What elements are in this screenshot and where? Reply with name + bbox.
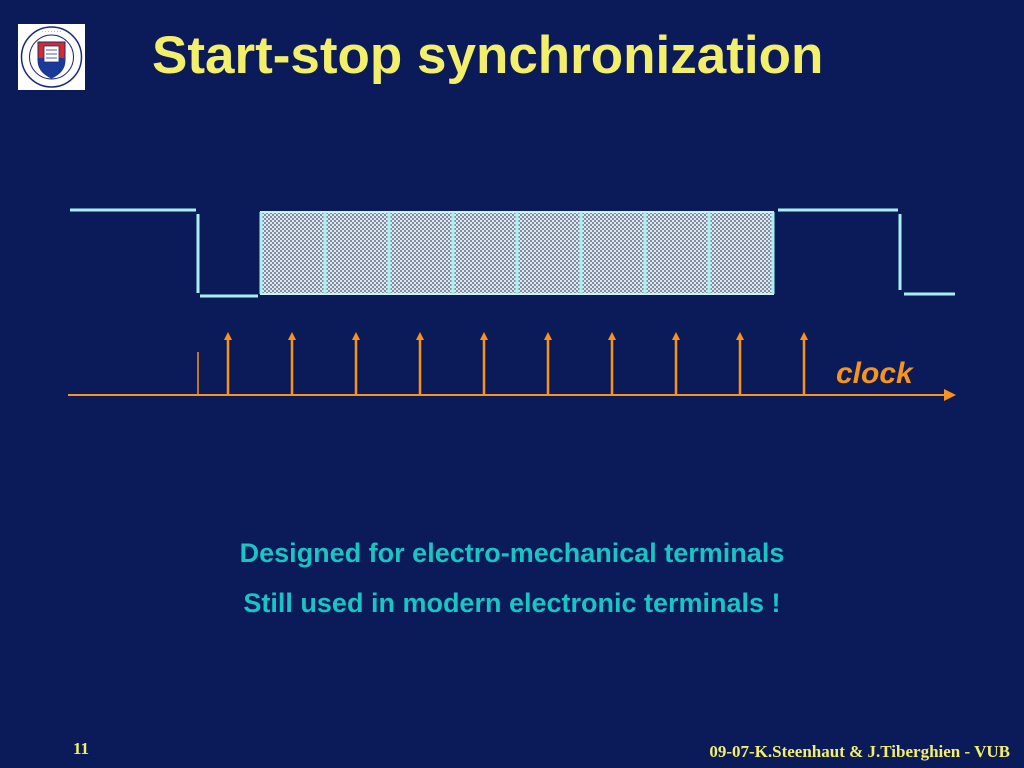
time-axis-arrowhead: [944, 389, 956, 401]
slide-number: 11: [73, 739, 90, 758]
clock-label: clock: [836, 357, 913, 390]
note-line-1: Designed for electro-mechanical terminal…: [239, 538, 785, 568]
note-line-2: Still used in modern electronic terminal…: [243, 588, 781, 618]
slide-title: Start-stop synchronization: [152, 26, 824, 85]
bit-dividers: [259, 212, 775, 294]
footer-credit: 09-07-K.Steenhaut & J.Tiberghien - VUB: [709, 742, 1010, 761]
clock-pulses: [224, 332, 808, 395]
data-bits-block: [259, 211, 775, 295]
university-logo: · · · · · · ·: [18, 24, 85, 90]
clock-axis: [68, 332, 956, 401]
signal-waveform: [70, 208, 955, 298]
svg-text:· · · · · · ·: · · · · · · ·: [42, 29, 62, 35]
university-seal-icon: · · · · · · ·: [20, 26, 83, 88]
